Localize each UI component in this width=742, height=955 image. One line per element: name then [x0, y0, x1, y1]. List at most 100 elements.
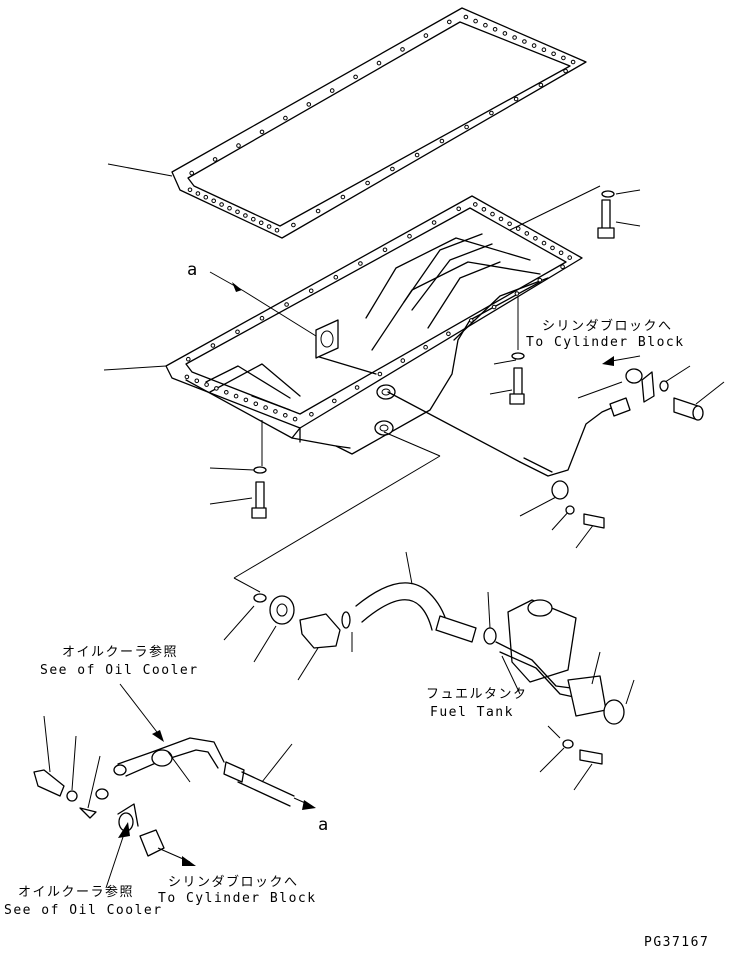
bolt-hole	[492, 27, 498, 32]
bolt-hole	[439, 138, 445, 144]
drawing-number: PG37167	[644, 935, 709, 950]
bolt-hole	[189, 170, 194, 176]
bolt-hole	[567, 255, 573, 260]
bolt-hole	[473, 202, 478, 207]
to-cylinder-block-arrow-top	[602, 355, 641, 366]
bolt-hole	[184, 374, 190, 380]
bolt-hole	[423, 33, 429, 38]
bolt-hole	[233, 393, 239, 399]
to-cylinder-block-jp-top: シリンダブロックへ	[542, 318, 673, 334]
bolt-hole	[469, 318, 474, 323]
bolt-hole	[291, 222, 296, 228]
see-oil-cooler-jp-2: オイルクーラ参照	[18, 884, 134, 900]
bolt-hole	[284, 302, 289, 307]
see-oil-cooler-en-1: See of Oil Cooler	[40, 663, 199, 678]
bolt-hole	[227, 205, 232, 211]
bolt-hole	[211, 198, 216, 204]
washer-bolt-upper-right	[251, 190, 615, 519]
to-cylinder-block-en-bottom: To Cylinder Block	[158, 891, 317, 906]
bolt-hole	[400, 358, 406, 363]
bolt-lower-left	[33, 715, 139, 832]
bolt-hole	[186, 356, 191, 362]
oil-pan	[165, 195, 583, 455]
bolt-hole	[431, 220, 437, 225]
bolt-hole	[235, 329, 240, 335]
bolt-hole	[309, 412, 314, 417]
see-oil-cooler-jp-1: オイルクーラ参照	[62, 644, 178, 660]
bolt-hole	[340, 194, 346, 200]
bolt-hole	[541, 240, 547, 246]
bolt-hole	[224, 390, 229, 395]
bolt-hole	[464, 124, 469, 130]
fuel-tank-strainer	[495, 599, 635, 791]
bolt-hole	[235, 209, 240, 215]
bolt-hole	[558, 250, 564, 256]
bolt-hole	[292, 416, 298, 422]
bolt-hole	[308, 288, 314, 294]
bolt-hole	[274, 227, 280, 233]
bolt-hole	[550, 245, 555, 251]
lower-fitting	[105, 822, 196, 889]
bolt-hole	[354, 385, 360, 390]
ref-a-bottom-label: a	[318, 815, 328, 835]
bolt-hole	[561, 55, 566, 61]
bolt-hole	[522, 39, 527, 44]
bolt-hole	[243, 213, 248, 218]
bolt-hole	[382, 247, 388, 253]
bolt-hole	[333, 274, 339, 280]
bolt-hole	[332, 398, 337, 404]
to-cylinder-block-en-top: To Cylinder Block	[526, 335, 685, 350]
bolt-hole	[306, 102, 312, 107]
bolt-hole	[483, 22, 488, 28]
bolt-hole	[407, 233, 412, 239]
ref-a-top-callout: a	[187, 260, 317, 337]
level-sensor-pipe	[387, 368, 704, 529]
drain-hose-parts	[223, 551, 497, 681]
bolt-hole	[377, 371, 383, 377]
bolt-hole	[204, 382, 209, 387]
bolt-hole	[365, 180, 370, 186]
bolt-hole	[481, 207, 487, 212]
bolt-hole	[358, 261, 363, 266]
bolt-hole	[194, 378, 200, 384]
bolt-hole	[538, 82, 544, 88]
bolt-hole	[315, 208, 321, 214]
bolt-hole	[533, 236, 538, 241]
bolt-hole	[514, 291, 520, 296]
bolt-hole	[502, 31, 508, 36]
bolt-hole	[447, 19, 452, 25]
bolt-hole	[187, 187, 193, 193]
bolt-hole	[489, 110, 494, 116]
bolt-hole	[563, 68, 568, 74]
bolt-hole	[283, 115, 288, 121]
bolt-hole	[329, 88, 335, 93]
bolt-hole	[463, 14, 469, 20]
bolt-hole	[456, 206, 462, 212]
bolt-hole	[570, 59, 576, 65]
fuel-tank-en: Fuel Tank	[430, 705, 514, 720]
oil-cooler-pipe	[95, 683, 316, 810]
bolt-hole	[263, 405, 268, 410]
bolt-hole	[258, 220, 264, 226]
bolt-hole	[515, 226, 521, 231]
bolt-hole	[376, 60, 382, 66]
bolt-hole	[414, 152, 420, 158]
bolt-hole	[446, 331, 451, 337]
bolt-hole	[531, 43, 537, 48]
bolt-hole	[195, 191, 201, 196]
bolt-hole	[551, 51, 556, 57]
bolt-hole	[273, 409, 278, 414]
bolt-hole	[560, 264, 565, 270]
bolt-hole	[219, 202, 224, 207]
bolt-hole	[507, 221, 512, 227]
bolt-hole	[512, 35, 517, 40]
bolt-hole	[423, 344, 428, 350]
bolt-hole	[243, 397, 249, 403]
bolt-hole	[498, 216, 504, 222]
connection-line	[233, 431, 441, 593]
bolt-hole	[390, 166, 395, 172]
bolt-hole	[400, 47, 405, 52]
bolt-hole	[537, 277, 543, 283]
bolt-hole	[214, 386, 219, 391]
